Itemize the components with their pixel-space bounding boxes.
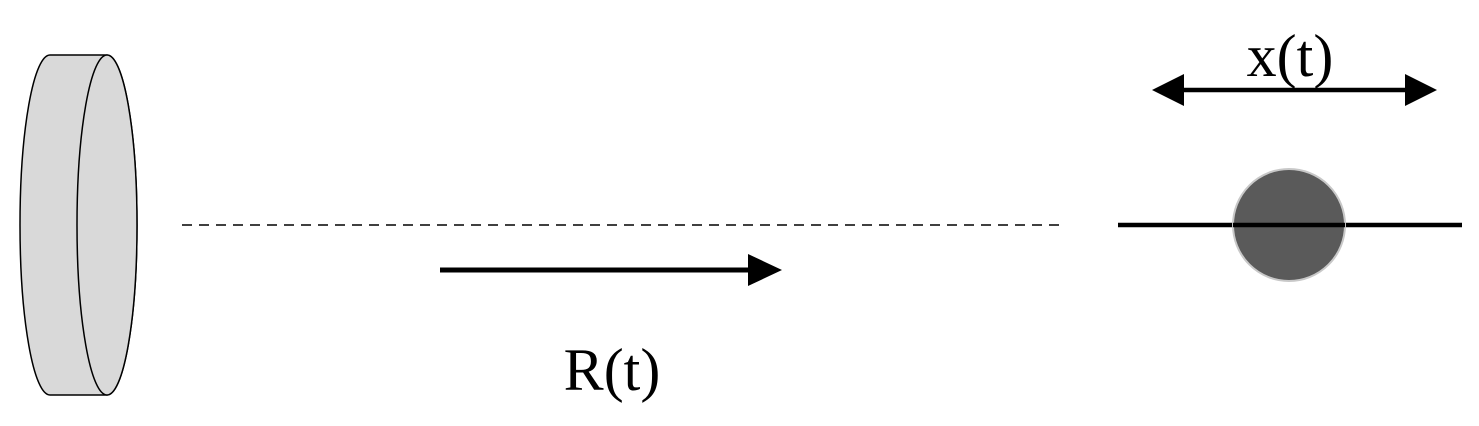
displacement-label: x(t) — [1247, 23, 1334, 89]
mirror-disk-face — [76, 54, 138, 396]
distance-label: R(t) — [564, 337, 661, 403]
distance-arrow — [440, 254, 782, 286]
displacement-double-arrow — [1152, 74, 1437, 106]
distance-arrow-head — [748, 254, 782, 286]
mirror-disk — [19, 54, 138, 396]
displacement-arrow-head-right — [1405, 74, 1437, 106]
displacement-arrow-head-left — [1152, 74, 1184, 106]
